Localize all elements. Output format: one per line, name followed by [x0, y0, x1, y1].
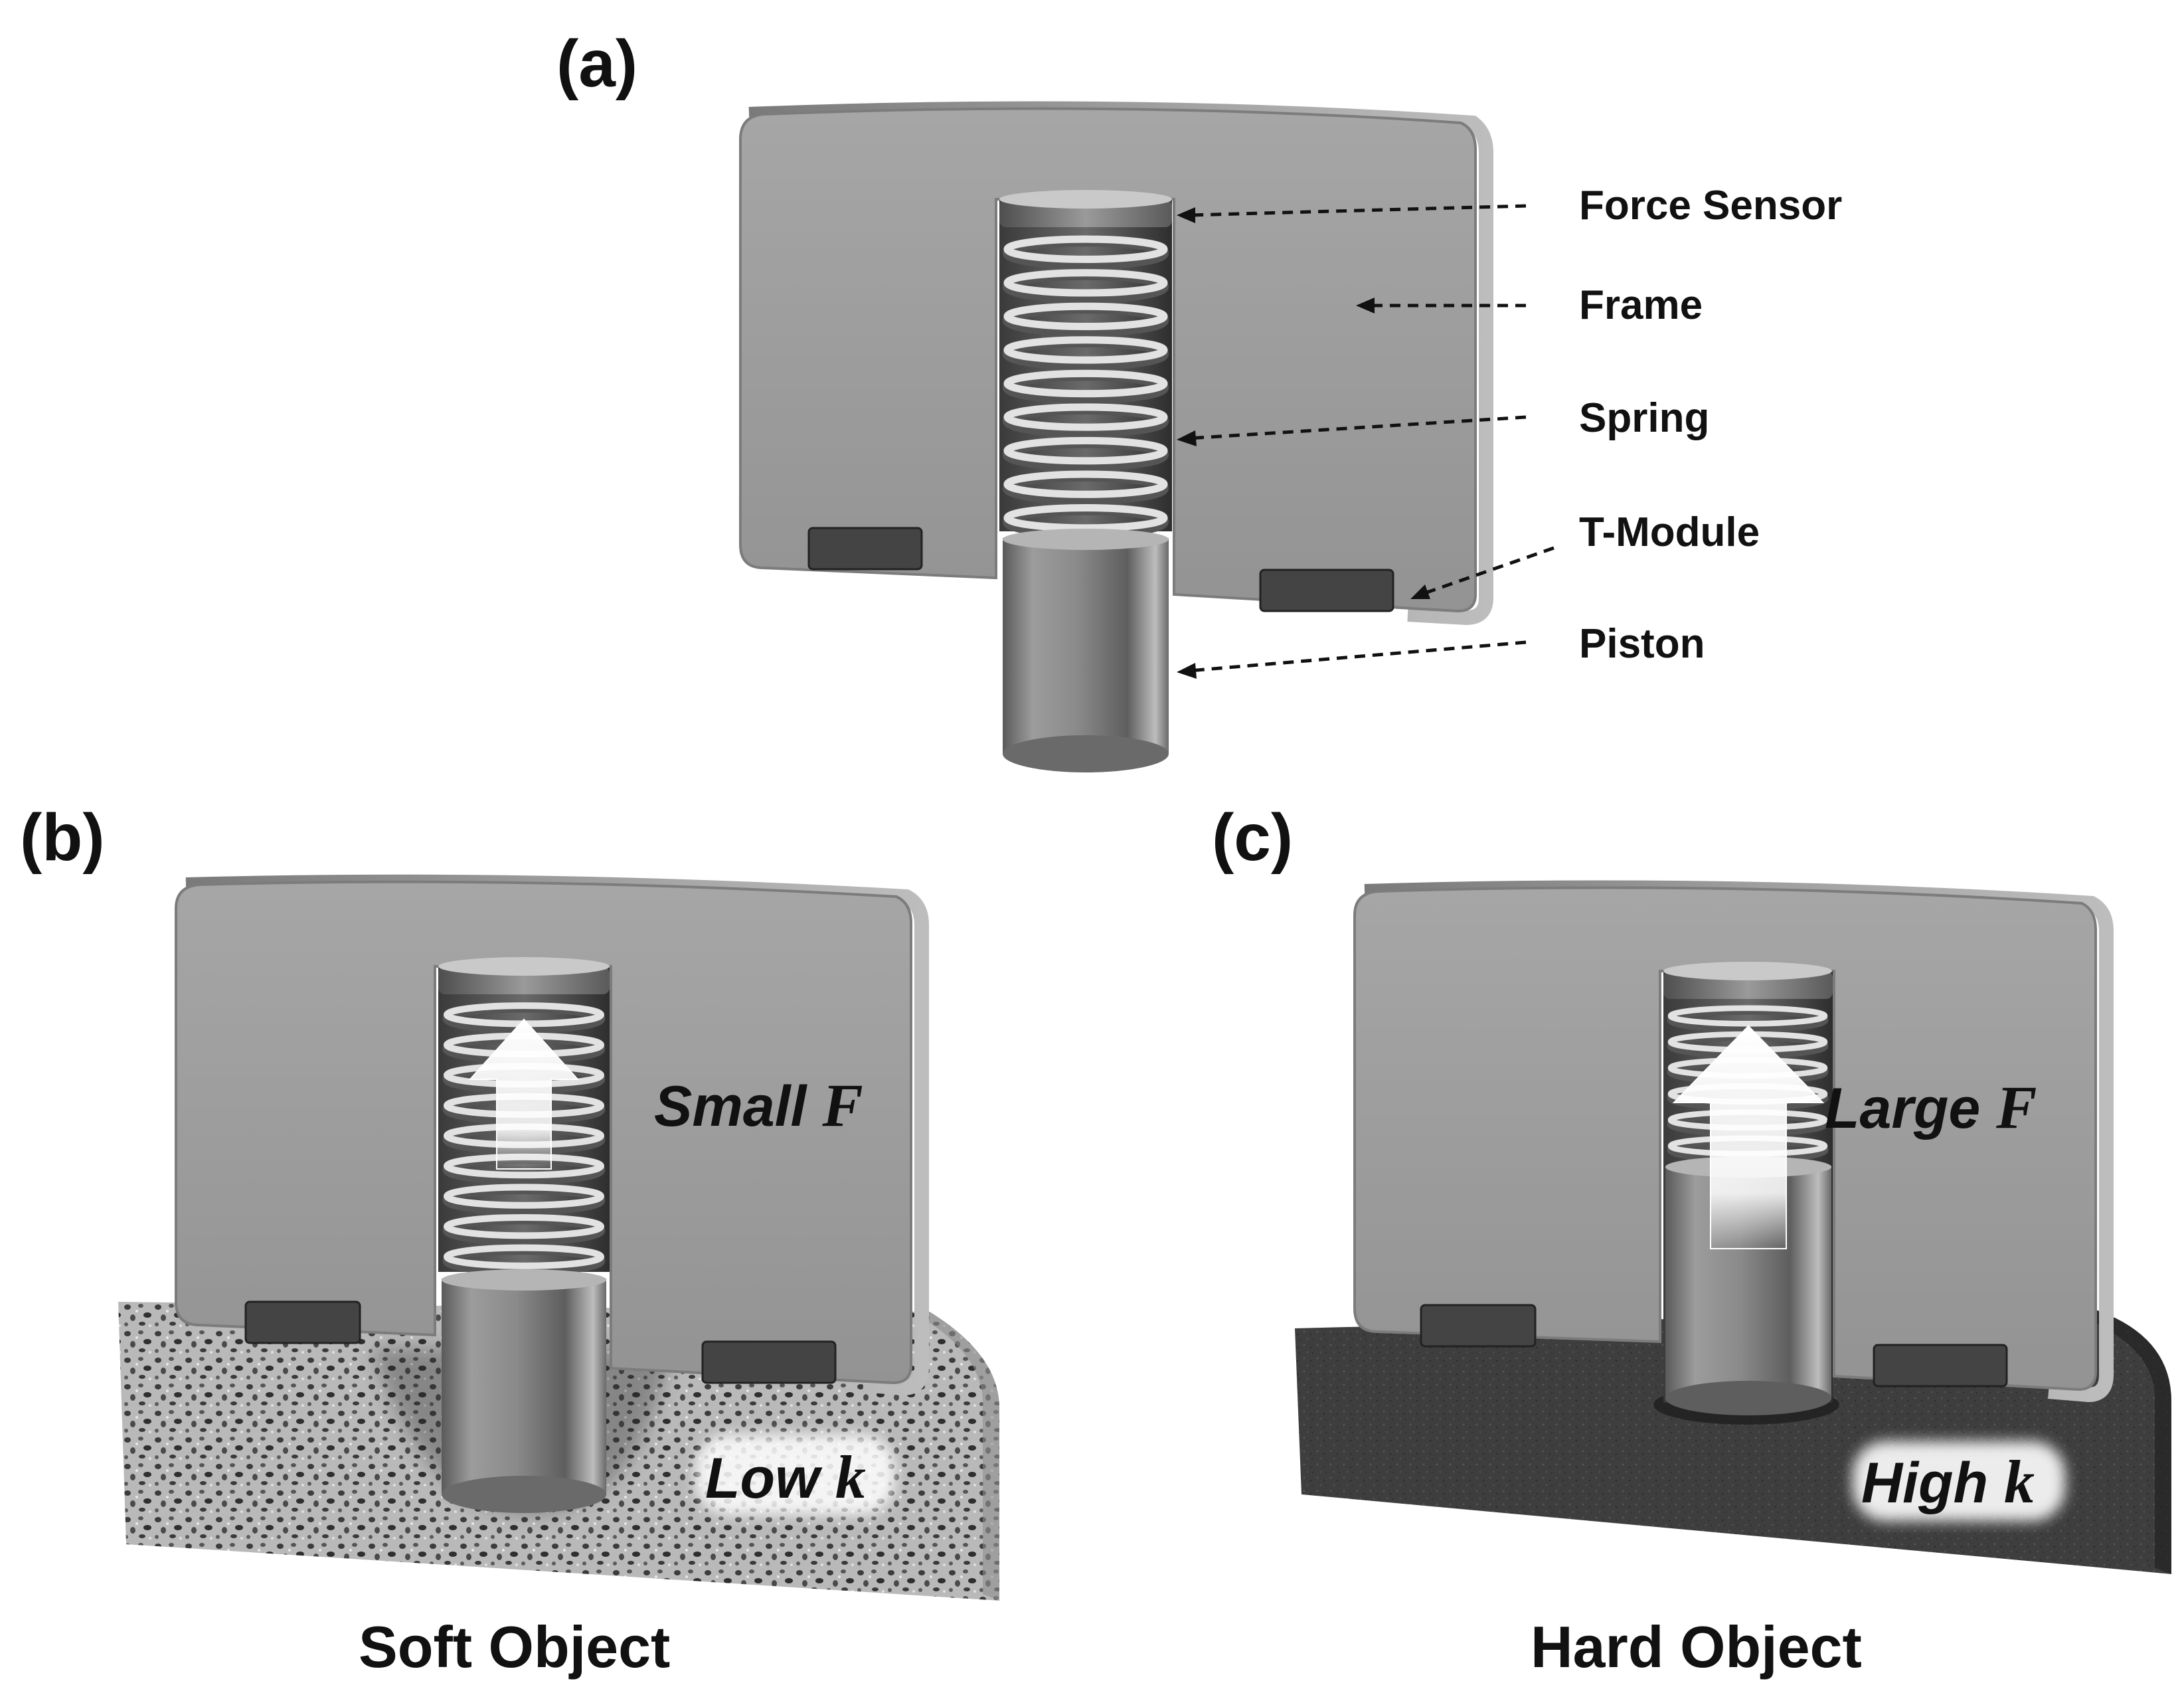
force-variable: F: [821, 1071, 863, 1139]
stiffness-variable: k: [835, 1443, 866, 1511]
force-sensor: [1663, 962, 1833, 999]
frame: [1353, 880, 2114, 1403]
spring-assembly: [1663, 962, 1833, 1415]
panel-b: (b): [20, 800, 999, 1680]
force-sensor: [999, 190, 1172, 227]
svg-text:High k: High k: [1861, 1448, 2035, 1516]
callout-piston: Piston: [1579, 621, 1705, 667]
spring-coil: [1003, 403, 1168, 431]
callout-frame: Frame: [1579, 282, 1703, 328]
svg-text:Low k: Low k: [705, 1443, 866, 1511]
spring-coil: [1003, 470, 1168, 498]
piston: [1665, 1156, 1831, 1415]
spring-coil: [1003, 302, 1168, 331]
panel-c: (c): [1212, 800, 2171, 1680]
force-label-c: Large F: [1825, 1073, 2037, 1141]
caption-soft-object: Soft Object: [359, 1614, 670, 1680]
force-sensor: [438, 957, 610, 994]
frame: [739, 101, 1493, 626]
panel-a: (a): [556, 27, 1842, 772]
stiffness-label-c: High k: [1853, 1441, 2065, 1521]
spring-coil: [1003, 503, 1168, 532]
spring-coil: [1003, 235, 1168, 264]
panel-a-label: (a): [556, 27, 637, 101]
callout-leaders: [1177, 204, 1554, 679]
force-arrow-small: [468, 1018, 580, 1170]
frame-body: [739, 107, 1477, 613]
spring-assembly: [999, 190, 1172, 772]
piston: [442, 1269, 606, 1513]
callout-force-sensor: Force Sensor: [1579, 183, 1842, 228]
force-label-b: Small F: [654, 1071, 863, 1139]
stiffness-variable: k: [2004, 1448, 2035, 1516]
svg-text:Small F: Small F: [654, 1071, 863, 1139]
panel-c-label: (c): [1212, 800, 1293, 875]
caption-hard-object: Hard Object: [1531, 1614, 1862, 1680]
spring-coil: [1667, 1005, 1828, 1027]
spring-assembly: [438, 957, 610, 1513]
t-module-left: [244, 1300, 361, 1344]
spring-coil: [1003, 369, 1168, 398]
t-module-right: [1259, 569, 1394, 612]
force-word-large: Large: [1825, 1077, 1996, 1140]
t-module-left: [807, 527, 923, 571]
frame: [175, 874, 929, 1396]
callout-spring: Spring: [1579, 395, 1709, 441]
force-variable: F: [1995, 1073, 2037, 1141]
t-module-right: [701, 1340, 837, 1384]
force-arrow-large: [1672, 1025, 1825, 1249]
t-module-left: [1420, 1304, 1537, 1348]
svg-text:Large F: Large F: [1825, 1073, 2037, 1141]
spring-coil: [1003, 436, 1168, 465]
force-word-small: Small: [654, 1075, 822, 1138]
spring-coil: [443, 1184, 605, 1209]
panel-b-label: (b): [20, 800, 105, 875]
spring-coil: [1003, 336, 1168, 364]
spring-coil: [443, 1213, 605, 1239]
piston: [1003, 529, 1169, 772]
spring-coil: [443, 1244, 605, 1269]
callout-t-module: T-Module: [1579, 509, 1760, 555]
spring-coil: [1003, 269, 1168, 297]
stiffness-word-high: High: [1861, 1451, 2004, 1515]
t-module-right: [1873, 1344, 2008, 1387]
stiffness-word-low: Low: [705, 1447, 835, 1510]
stiffness-label-b: Low k: [696, 1435, 895, 1514]
